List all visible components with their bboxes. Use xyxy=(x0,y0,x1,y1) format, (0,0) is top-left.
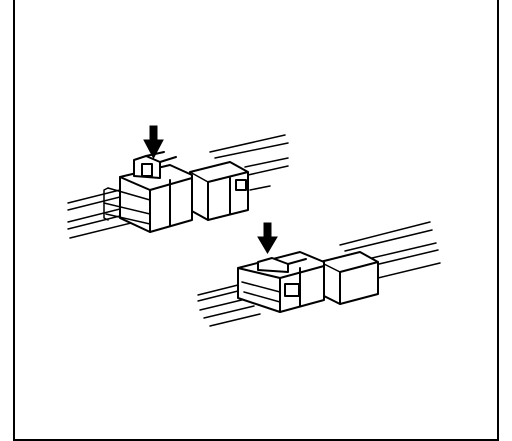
upper-front-housing xyxy=(103,164,193,233)
upper-connector xyxy=(67,125,289,239)
lower-connector xyxy=(197,221,441,327)
lower-rear-housing xyxy=(319,251,379,305)
upper-rear-housing xyxy=(189,161,249,221)
lower-latch xyxy=(257,257,307,273)
upper-right-wires xyxy=(209,134,289,191)
upper-left-wires xyxy=(67,187,136,239)
lower-right-wires xyxy=(339,221,441,279)
figure-frame xyxy=(13,0,499,441)
upper-arrow-icon xyxy=(143,125,164,160)
lower-arrow-icon xyxy=(257,222,278,254)
upper-latch xyxy=(133,151,177,179)
